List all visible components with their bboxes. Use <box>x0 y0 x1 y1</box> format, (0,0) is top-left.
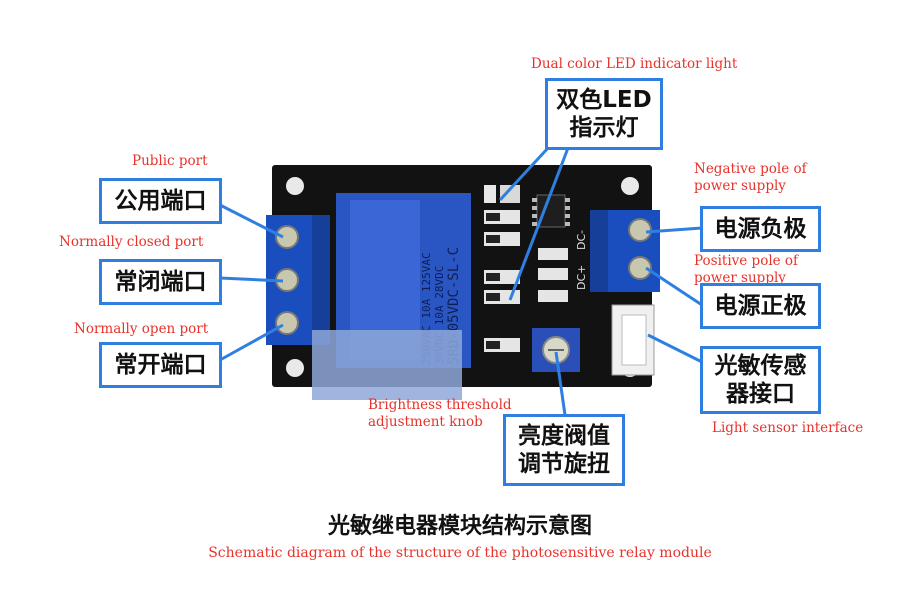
sensor-connector <box>611 304 655 376</box>
led-label-cn: 双色LED 指示灯 <box>545 78 663 150</box>
mounting-hole <box>286 177 304 195</box>
dc-minus-label: DC- <box>575 230 588 250</box>
mounting-hole <box>286 359 304 377</box>
public-port-label-en: Public port <box>132 153 208 169</box>
no-port-label-cn: 常开端口 <box>99 342 222 388</box>
leader-lines <box>219 146 703 416</box>
knob-label-en: Brightness threshold adjustment knob <box>368 397 512 430</box>
title-en: Schematic diagram of the structure of th… <box>208 545 712 561</box>
potentiometer <box>532 328 580 372</box>
neg-label-en: Negative pole of power supply <box>694 161 807 194</box>
power-terminal-block <box>590 210 660 292</box>
public-port-label-cn: 公用端口 <box>99 178 222 224</box>
nc-port-label-en: Normally closed port <box>59 234 204 250</box>
no-port-label-en: Normally open port <box>74 321 209 337</box>
title-cn: 光敏继电器模块结构示意图 <box>327 514 592 539</box>
sensor-label-cn: 光敏传感 器接口 <box>700 346 821 414</box>
nc-port-label-cn: 常闭端口 <box>99 259 222 305</box>
neg-label-cn: 电源负极 <box>700 206 821 252</box>
left-terminal-block <box>266 215 330 345</box>
led-label-cn-line1: 双色LED <box>556 87 652 113</box>
led-label-cn-line2: 指示灯 <box>569 115 639 141</box>
ic-chip <box>532 194 570 228</box>
led-label-en: Dual color LED indicator light <box>531 56 738 72</box>
pos-label-en: Positive pole of power supply <box>694 253 799 286</box>
dc-plus-label: DC+ <box>575 265 588 290</box>
knob-label-cn: 亮度阀值 调节旋扭 <box>503 414 625 486</box>
sensor-label-en: Light sensor interface <box>712 420 864 436</box>
smd-components <box>484 185 568 352</box>
blurred-area <box>312 330 462 400</box>
mounting-hole <box>621 177 639 195</box>
pos-label-cn: 电源正极 <box>700 283 821 329</box>
